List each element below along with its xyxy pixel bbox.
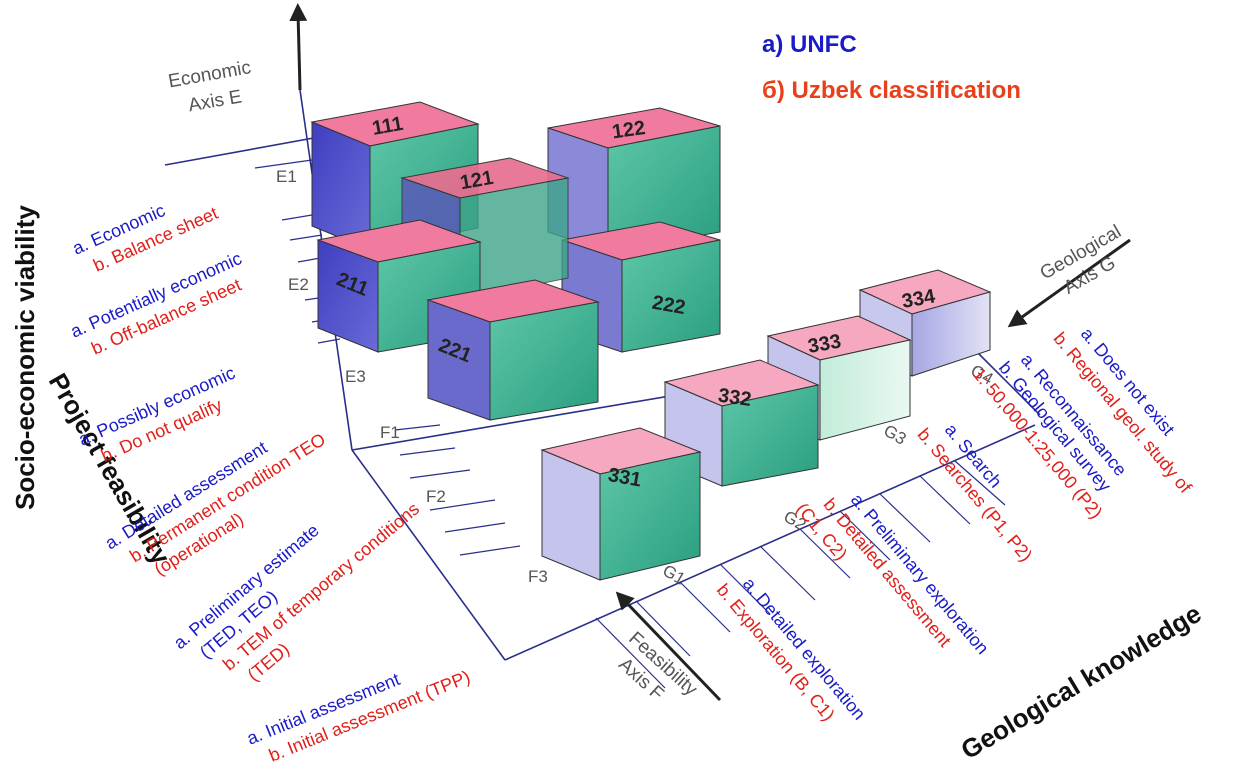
tick-f2: F2	[426, 487, 446, 506]
economic-axis-title-line2: Axis E	[187, 86, 244, 116]
right-edge-line	[969, 344, 1041, 416]
cube-332	[663, 359, 820, 487]
cube-331	[540, 427, 702, 581]
feasibility-labels: a. Detailed assessment b. Permanent cond…	[102, 429, 473, 763]
cube-label-122: 122	[611, 117, 647, 143]
feasibility-axis-line	[351, 449, 506, 661]
legend-unfc: a) UNFC	[762, 31, 857, 58]
axis-arrows	[289, 3, 1131, 702]
feasibility-axis-arrow	[615, 591, 722, 702]
top-plane-line	[164, 134, 331, 166]
tick-lines	[254, 159, 1006, 689]
cube-122	[547, 107, 721, 253]
geological-label-2a: a. Preliminary exploration	[847, 490, 993, 658]
title-geological-knowledge: Geological knowledge	[956, 598, 1207, 763]
title-socio-economic-viability: Socio-economic viability	[10, 205, 40, 510]
cube-222	[561, 221, 721, 353]
tick-e1: E1	[276, 167, 297, 186]
cube-label-332: 332	[717, 385, 753, 411]
cube-211	[316, 219, 482, 353]
geological-label-2b: b. Detailed assessment	[820, 494, 956, 650]
tick-g3: G3	[880, 421, 909, 449]
cube-label-111: 111	[370, 113, 405, 140]
legend: a) UNFC б) Uzbek classification	[762, 31, 1021, 104]
tick-e2: E2	[288, 275, 309, 294]
geological-axis-line	[504, 424, 1036, 661]
economic-labels: a. Economic b. Balance sheet a. Potentia…	[67, 200, 244, 466]
geological-axis-arrow	[1007, 238, 1131, 328]
tick-f1: F1	[380, 423, 400, 442]
tick-e3: E3	[345, 367, 366, 386]
cube-221	[426, 279, 600, 421]
legend-uzbek: б) Uzbek classification	[762, 77, 1021, 104]
economic-axis-arrow	[289, 3, 308, 91]
tick-f3: F3	[528, 567, 548, 586]
